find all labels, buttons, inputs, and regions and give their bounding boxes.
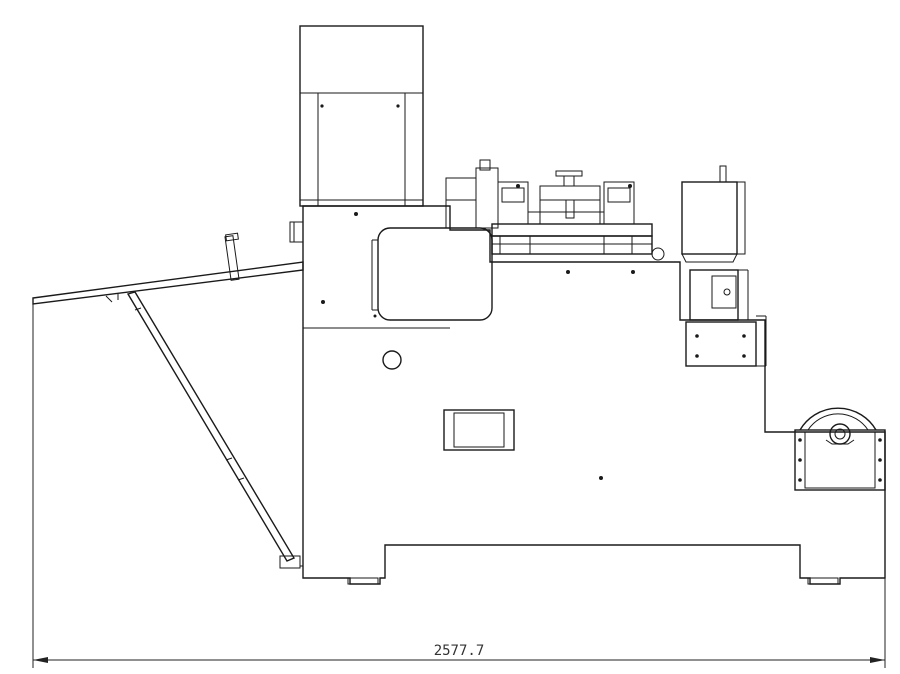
support-strut — [126, 291, 303, 569]
body-bolt — [599, 476, 603, 480]
pulley-wheel-assembly — [794, 407, 886, 491]
left-side-bracket — [289, 221, 304, 243]
overall-dimension — [32, 300, 886, 668]
motor-mount-plate — [685, 315, 767, 367]
access-panel — [443, 409, 515, 451]
inclined-feed-arm — [32, 232, 304, 305]
right-motor — [681, 165, 749, 321]
gearbox-cover — [321, 212, 493, 321]
round-port — [382, 350, 402, 370]
overall-length-label: 2577.7 — [434, 643, 485, 659]
top-motor-housing — [299, 25, 424, 207]
feed-rail-assembly — [445, 159, 665, 274]
machine-main-body — [302, 205, 886, 585]
